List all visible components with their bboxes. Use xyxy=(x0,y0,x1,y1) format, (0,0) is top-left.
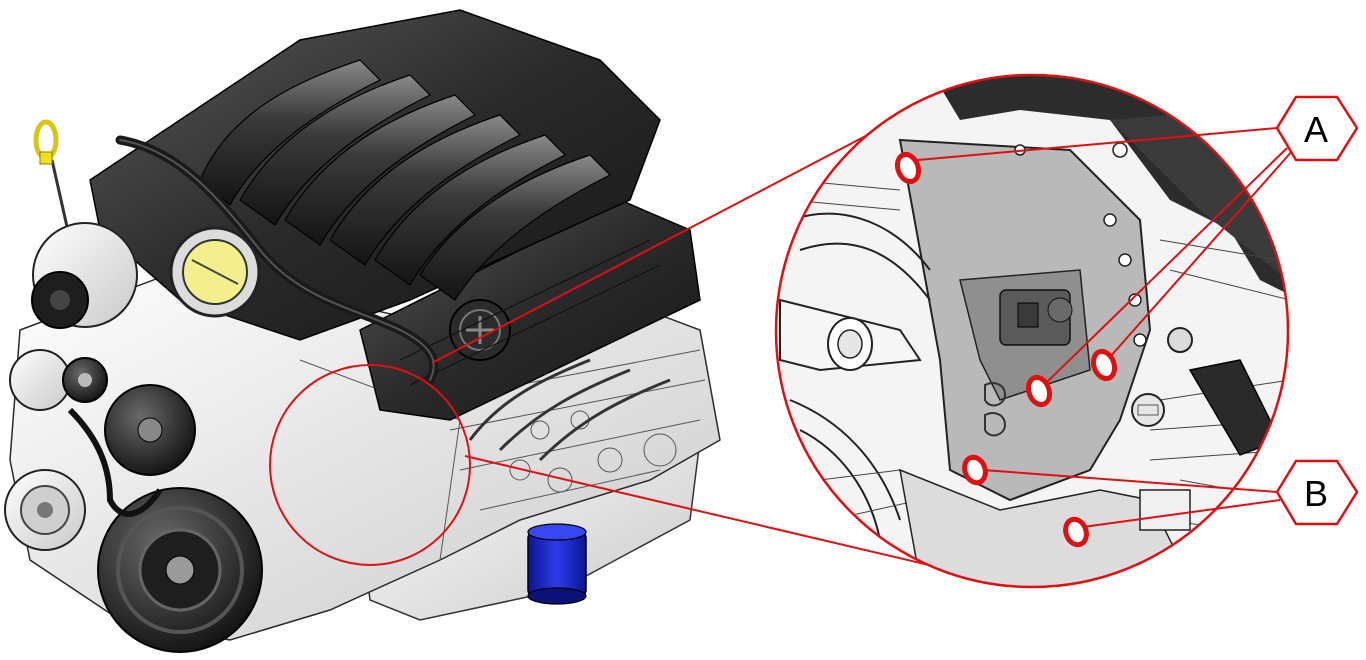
bolt-hole-a2 xyxy=(1025,374,1053,408)
intake-runners xyxy=(199,59,612,301)
bolt-hole-a3 xyxy=(1090,348,1118,382)
bolt-hole-b2 xyxy=(1063,516,1089,548)
callout-a-leader-3 xyxy=(1109,149,1294,358)
bolt-hole-markers xyxy=(894,151,1118,548)
pulleys xyxy=(4,349,263,653)
alternator xyxy=(31,222,138,329)
callout-a: A xyxy=(917,95,1359,384)
bolt-hole-b1 xyxy=(962,454,988,486)
dipstick xyxy=(33,119,72,241)
callout-a-hexagon xyxy=(1275,95,1359,162)
callout-b-leader-1 xyxy=(982,469,1278,493)
detail-magnifier xyxy=(269,73,1290,589)
callout-a-leader-1 xyxy=(917,127,1278,161)
engine-illustration xyxy=(4,9,721,653)
callout-b: B xyxy=(982,459,1359,528)
detail-source-circle xyxy=(269,364,471,566)
bolt-hole-a1 xyxy=(894,151,922,185)
oil-filter xyxy=(527,523,587,605)
callout-b-label: B xyxy=(1304,473,1328,514)
throttle-body xyxy=(169,226,261,318)
callout-a-leader-2 xyxy=(1045,147,1288,384)
callout-b-hexagon xyxy=(1275,459,1359,526)
callout-a-label: A xyxy=(1304,109,1328,150)
magnifier-line-top xyxy=(431,128,880,364)
callout-b-leader-2 xyxy=(1082,499,1281,528)
detail-magnified-circle xyxy=(774,73,1290,589)
